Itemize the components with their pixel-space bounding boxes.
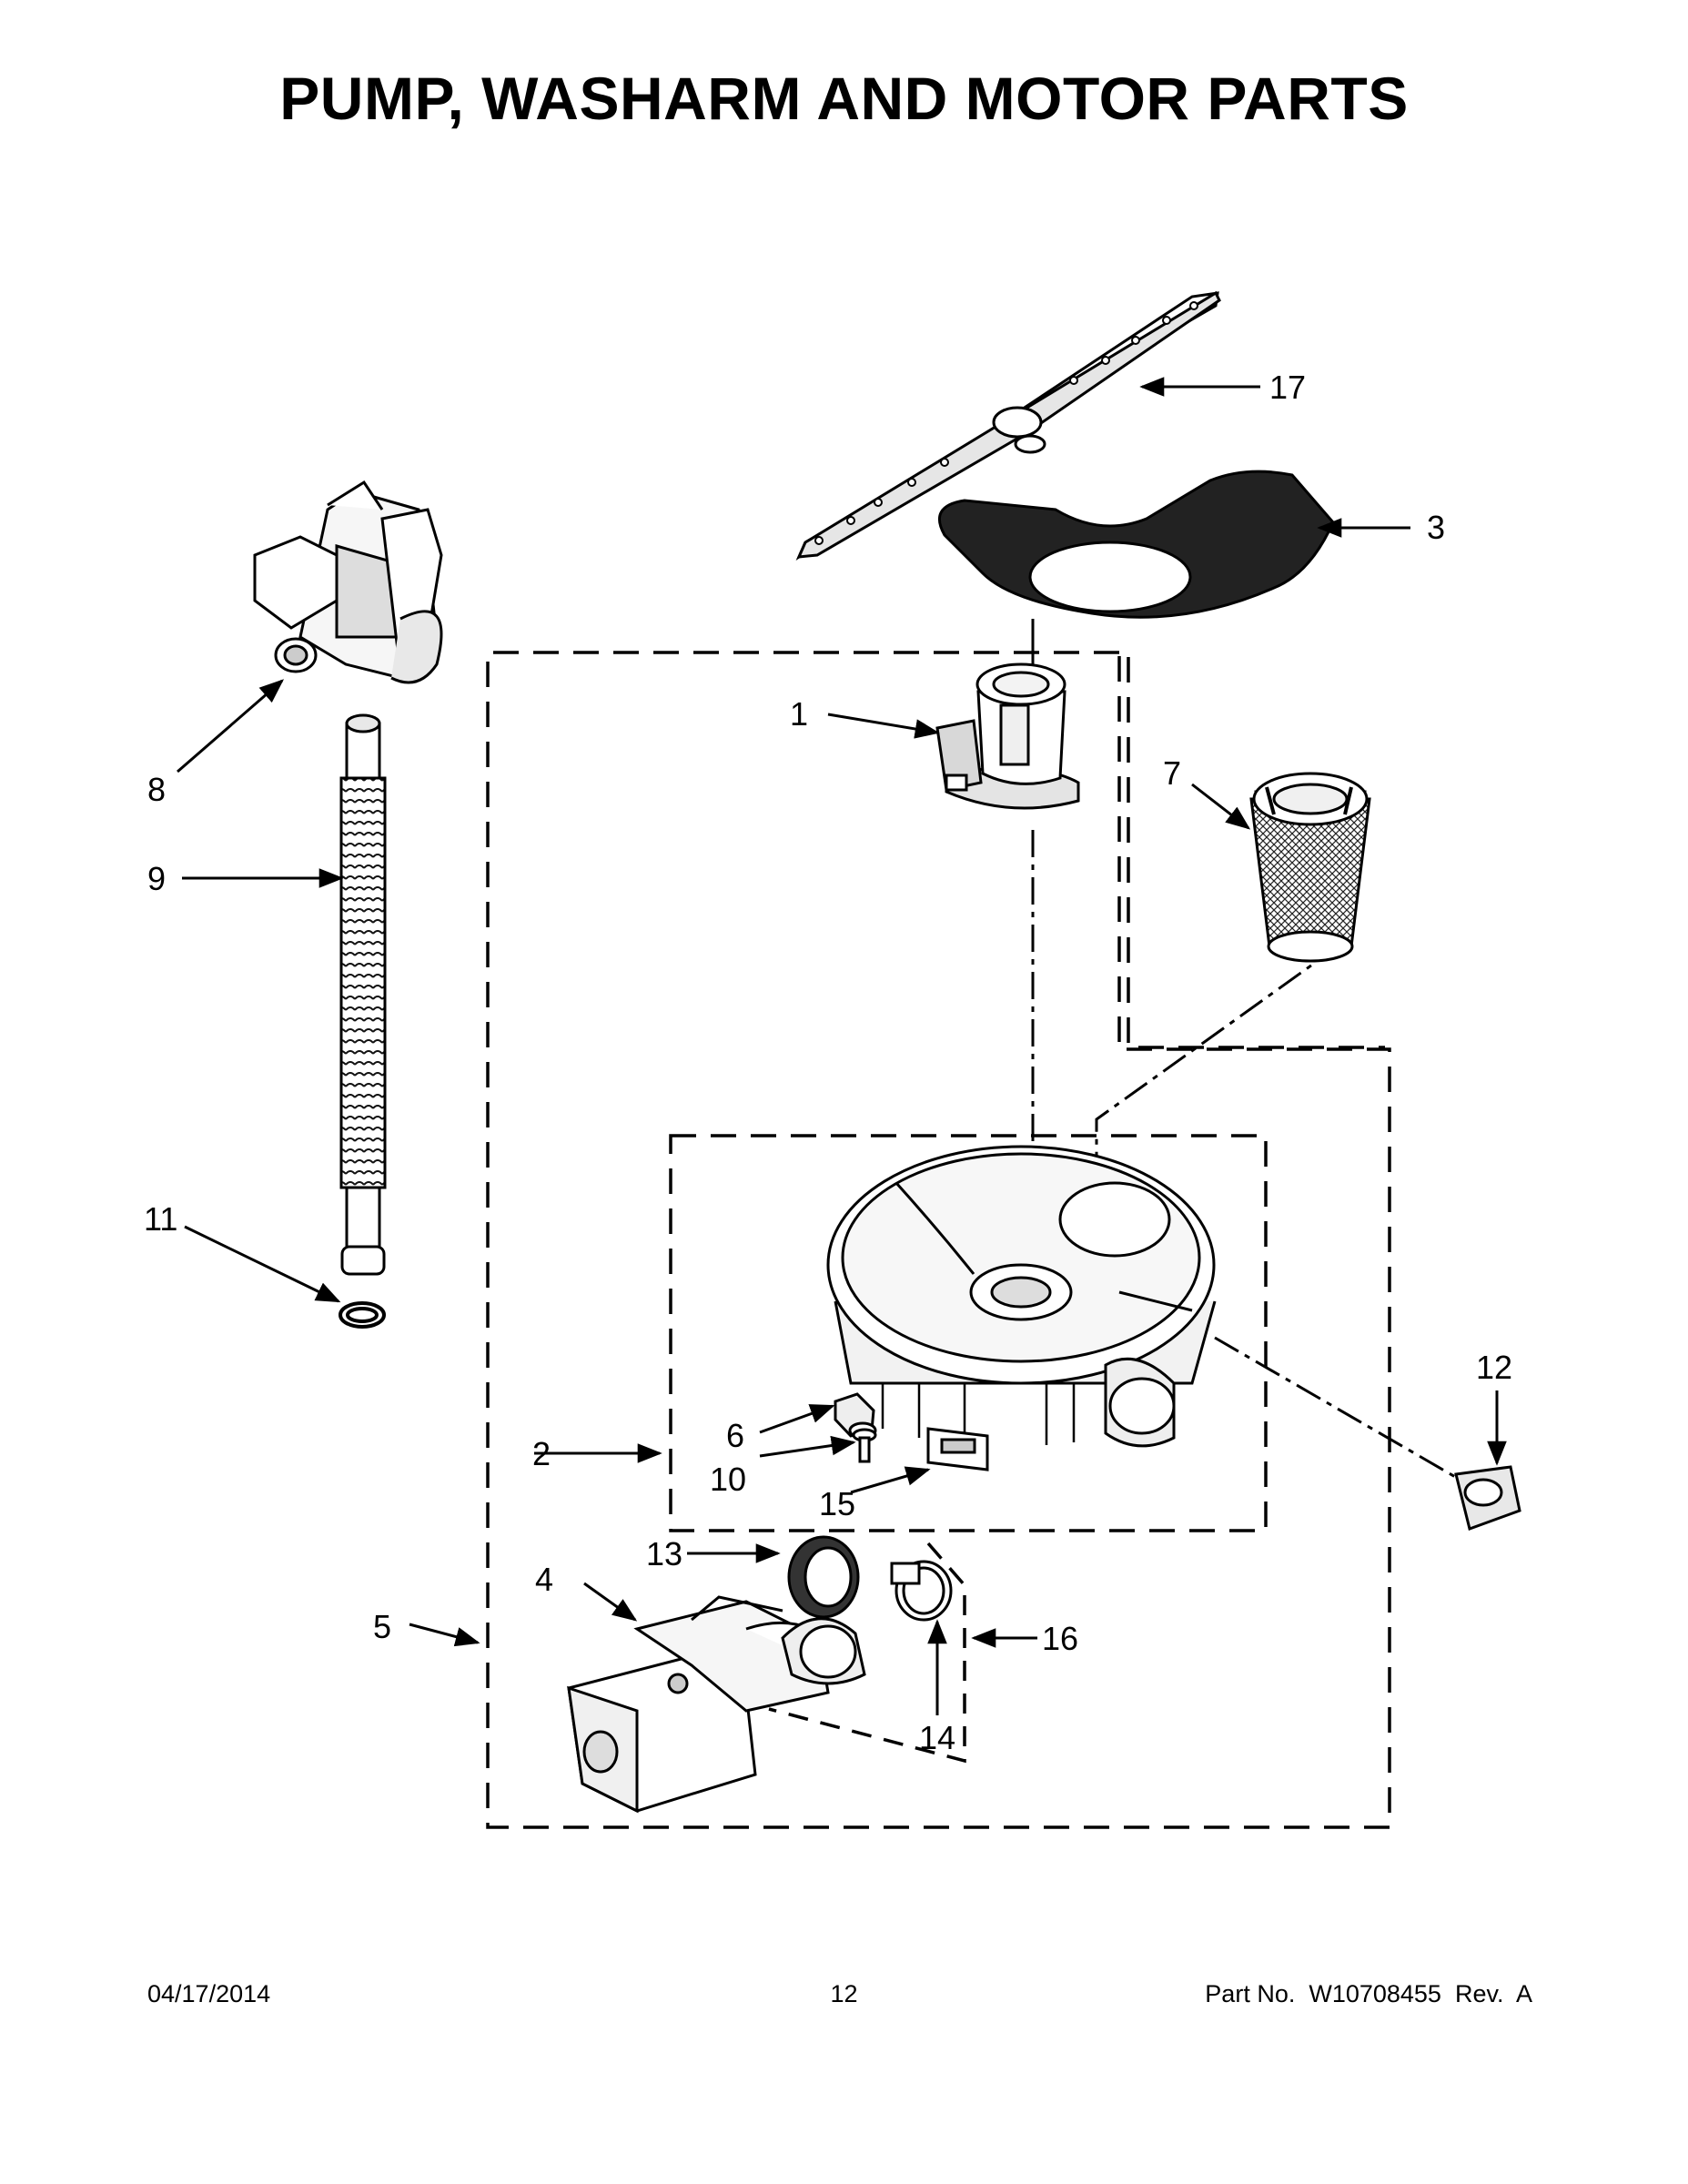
callout-11: 11 [144,1200,177,1238]
callout-7: 7 [1163,754,1181,792]
callout-5: 5 [373,1608,391,1645]
callout-17: 17 [1269,369,1306,406]
footer-date: 04/17/2014 [147,1980,271,2007]
callout-14: 14 [919,1719,955,1756]
assembly-box-16 [768,1542,966,1764]
callout-9: 9 [147,860,166,897]
filter-7 [1249,772,1371,963]
clamp-11 [339,1301,386,1329]
callout-13: 13 [646,1535,682,1572]
footer-page-number: 12 [830,1980,858,2007]
leader-arrows [177,377,1507,1715]
callout-3: 3 [1427,509,1445,546]
callout-4: 4 [535,1561,553,1598]
callout-2: 2 [532,1435,551,1472]
page-title: PUMP, WASHARM AND MOTOR PARTS [279,65,1409,132]
callout-16: 16 [1042,1620,1078,1657]
footer-part-number: Part No. W10708455 Rev. A [1205,1980,1532,2007]
thermostat-12 [1454,1465,1521,1531]
assembly-box-2 [669,1134,1268,1532]
connector-15 [926,1427,989,1471]
callout-12: 12 [1476,1349,1512,1386]
callout-1: 1 [790,695,808,733]
drain-pump-8 [253,480,443,684]
shield-3 [937,470,1335,619]
screw-10 [852,1428,877,1463]
callout-10: 10 [710,1461,746,1498]
assembly-box-filter [1127,657,1385,1049]
seal-13 [787,1535,860,1619]
callout-8: 8 [147,771,166,808]
manifold-1 [935,662,1080,810]
callout-15: 15 [819,1485,855,1522]
assembly-box-5 [486,651,1391,1829]
wash-motor-4 [567,1595,866,1814]
hose-clamp-16 [890,1560,953,1622]
callout-6: 6 [726,1417,744,1454]
sump-2 [826,1145,1217,1448]
drain-hose-9 [339,713,387,1276]
upper-washarm-17 [795,290,1221,561]
